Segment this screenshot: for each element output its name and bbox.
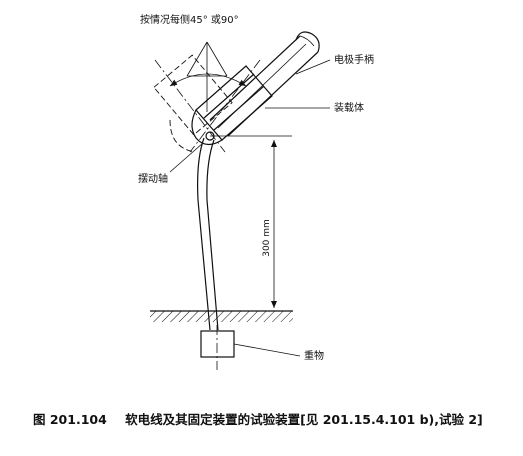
dimension-300mm: 300 mm [210, 135, 292, 308]
dimension-label: 300 mm [262, 219, 272, 257]
electrode-handle-label: 电极手柄 [334, 53, 374, 66]
figure-title: 软电线及其固定装置的试验装置[见 201.15.4.101 b),试验 2] [125, 412, 483, 427]
pivot-shaft-label: 摆动轴 [138, 172, 168, 185]
angle-note-label: 按情况每侧45° 或90° [140, 13, 239, 26]
carrier-label: 装载体 [334, 101, 364, 114]
swing-angle-indicator [154, 41, 261, 153]
weight-label: 重物 [304, 349, 324, 362]
carrier-alternate-position [153, 54, 233, 153]
leader-weight: 重物 [233, 343, 324, 362]
flexible-cord [197, 137, 219, 331]
weight [200, 325, 235, 370]
figure-caption: 图 201.104 软电线及其固定装置的试验装置[见 201.15.4.101 … [33, 412, 483, 427]
leader-electrode-handle: 电极手柄 [295, 53, 374, 75]
figure-number: 图 201.104 [33, 412, 107, 427]
leader-pivot-shaft: 摆动轴 [138, 142, 204, 185]
leader-carrier: 装载体 [265, 101, 364, 114]
support-surface [150, 310, 293, 322]
